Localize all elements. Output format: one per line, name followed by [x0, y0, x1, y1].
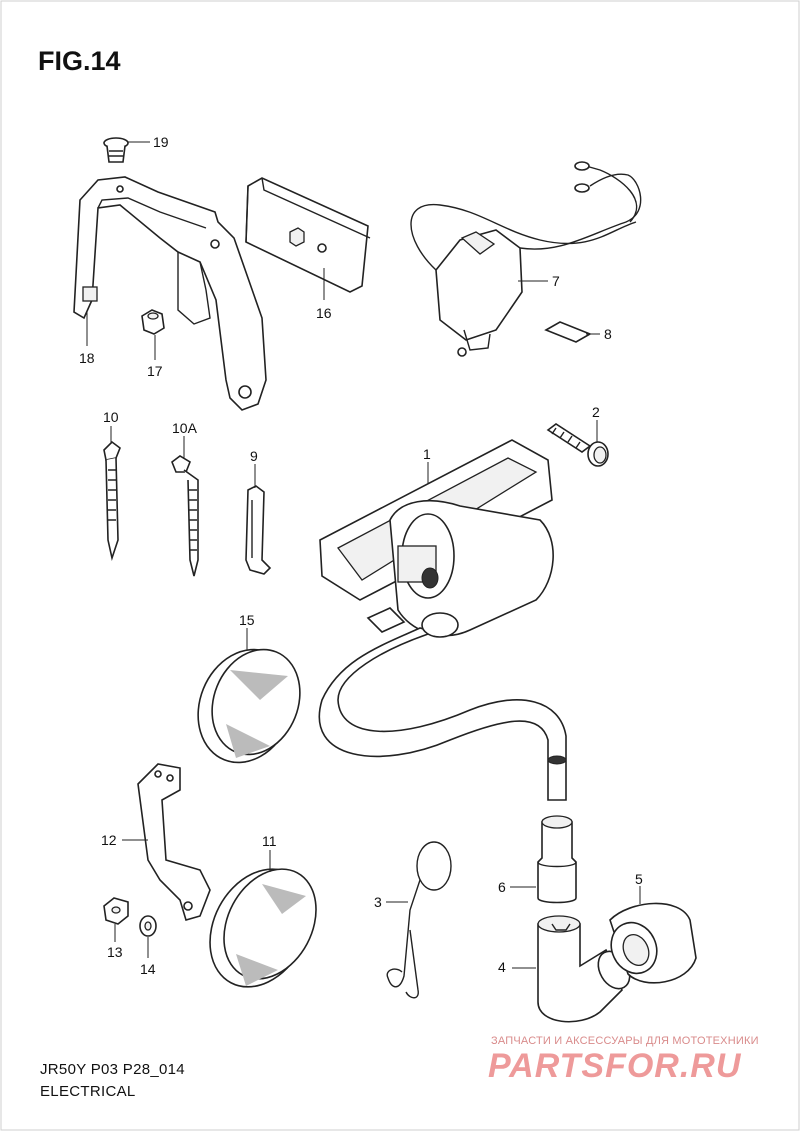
callout-10: 10: [103, 409, 119, 425]
callout-4: 4: [498, 959, 506, 975]
callout-15: 15: [239, 612, 255, 628]
callout-18: 18: [79, 350, 95, 366]
figure-title: FIG.14: [38, 46, 121, 76]
part-1-ignition-coil[interactable]: [318, 439, 567, 801]
part-7-switch[interactable]: [410, 161, 642, 357]
part-5-boot[interactable]: [603, 902, 697, 984]
part-14-washer[interactable]: [139, 915, 157, 937]
part-8-label[interactable]: [544, 321, 592, 343]
callout-19: 19: [153, 134, 169, 150]
diagram-code: JR50Y P03 P28_014: [40, 1061, 185, 1078]
callout-7: 7: [552, 273, 560, 289]
part-9-clamp[interactable]: [245, 485, 272, 575]
part-3-clip[interactable]: [386, 841, 452, 999]
callout-6: 6: [498, 879, 506, 895]
callout-10a: 10A: [172, 420, 198, 436]
callout-2: 2: [592, 404, 600, 420]
section-name: ELECTRICAL: [40, 1083, 136, 1100]
part-15-reflector[interactable]: [182, 635, 316, 777]
watermark-tagline: ЗАПЧАСТИ И АКСЕССУАРЫ ДЛЯ МОТОТЕХНИКИ: [491, 1035, 759, 1047]
part-6-cap-sleeve[interactable]: [537, 815, 577, 904]
part-12-reflector-bracket[interactable]: [137, 763, 211, 921]
callout-9: 9: [250, 448, 258, 464]
callout-16: 16: [316, 305, 332, 321]
part-10-cable-tie[interactable]: [103, 440, 121, 561]
part-2-bolt[interactable]: [546, 423, 609, 467]
callout-3: 3: [374, 894, 382, 910]
callout-1: 1: [423, 446, 431, 462]
part-13-nut[interactable]: [103, 897, 129, 925]
part-17-nut[interactable]: [141, 309, 165, 335]
watermark-logo: PARTSFOR.RU: [488, 1047, 742, 1085]
callout-17: 17: [147, 363, 163, 379]
callout-8: 8: [604, 326, 612, 342]
part-18-bracket[interactable]: [73, 176, 267, 411]
callout-5: 5: [635, 871, 643, 887]
part-16-rubber-pad[interactable]: [245, 177, 371, 293]
part-11-reflector[interactable]: [190, 852, 334, 1005]
part-10a-cable-tie[interactable]: [171, 455, 199, 577]
part-19-screw[interactable]: [103, 137, 129, 163]
callout-12: 12: [101, 832, 117, 848]
callout-13: 13: [107, 944, 123, 960]
callout-11: 11: [262, 833, 277, 849]
callout-14: 14: [140, 961, 156, 977]
